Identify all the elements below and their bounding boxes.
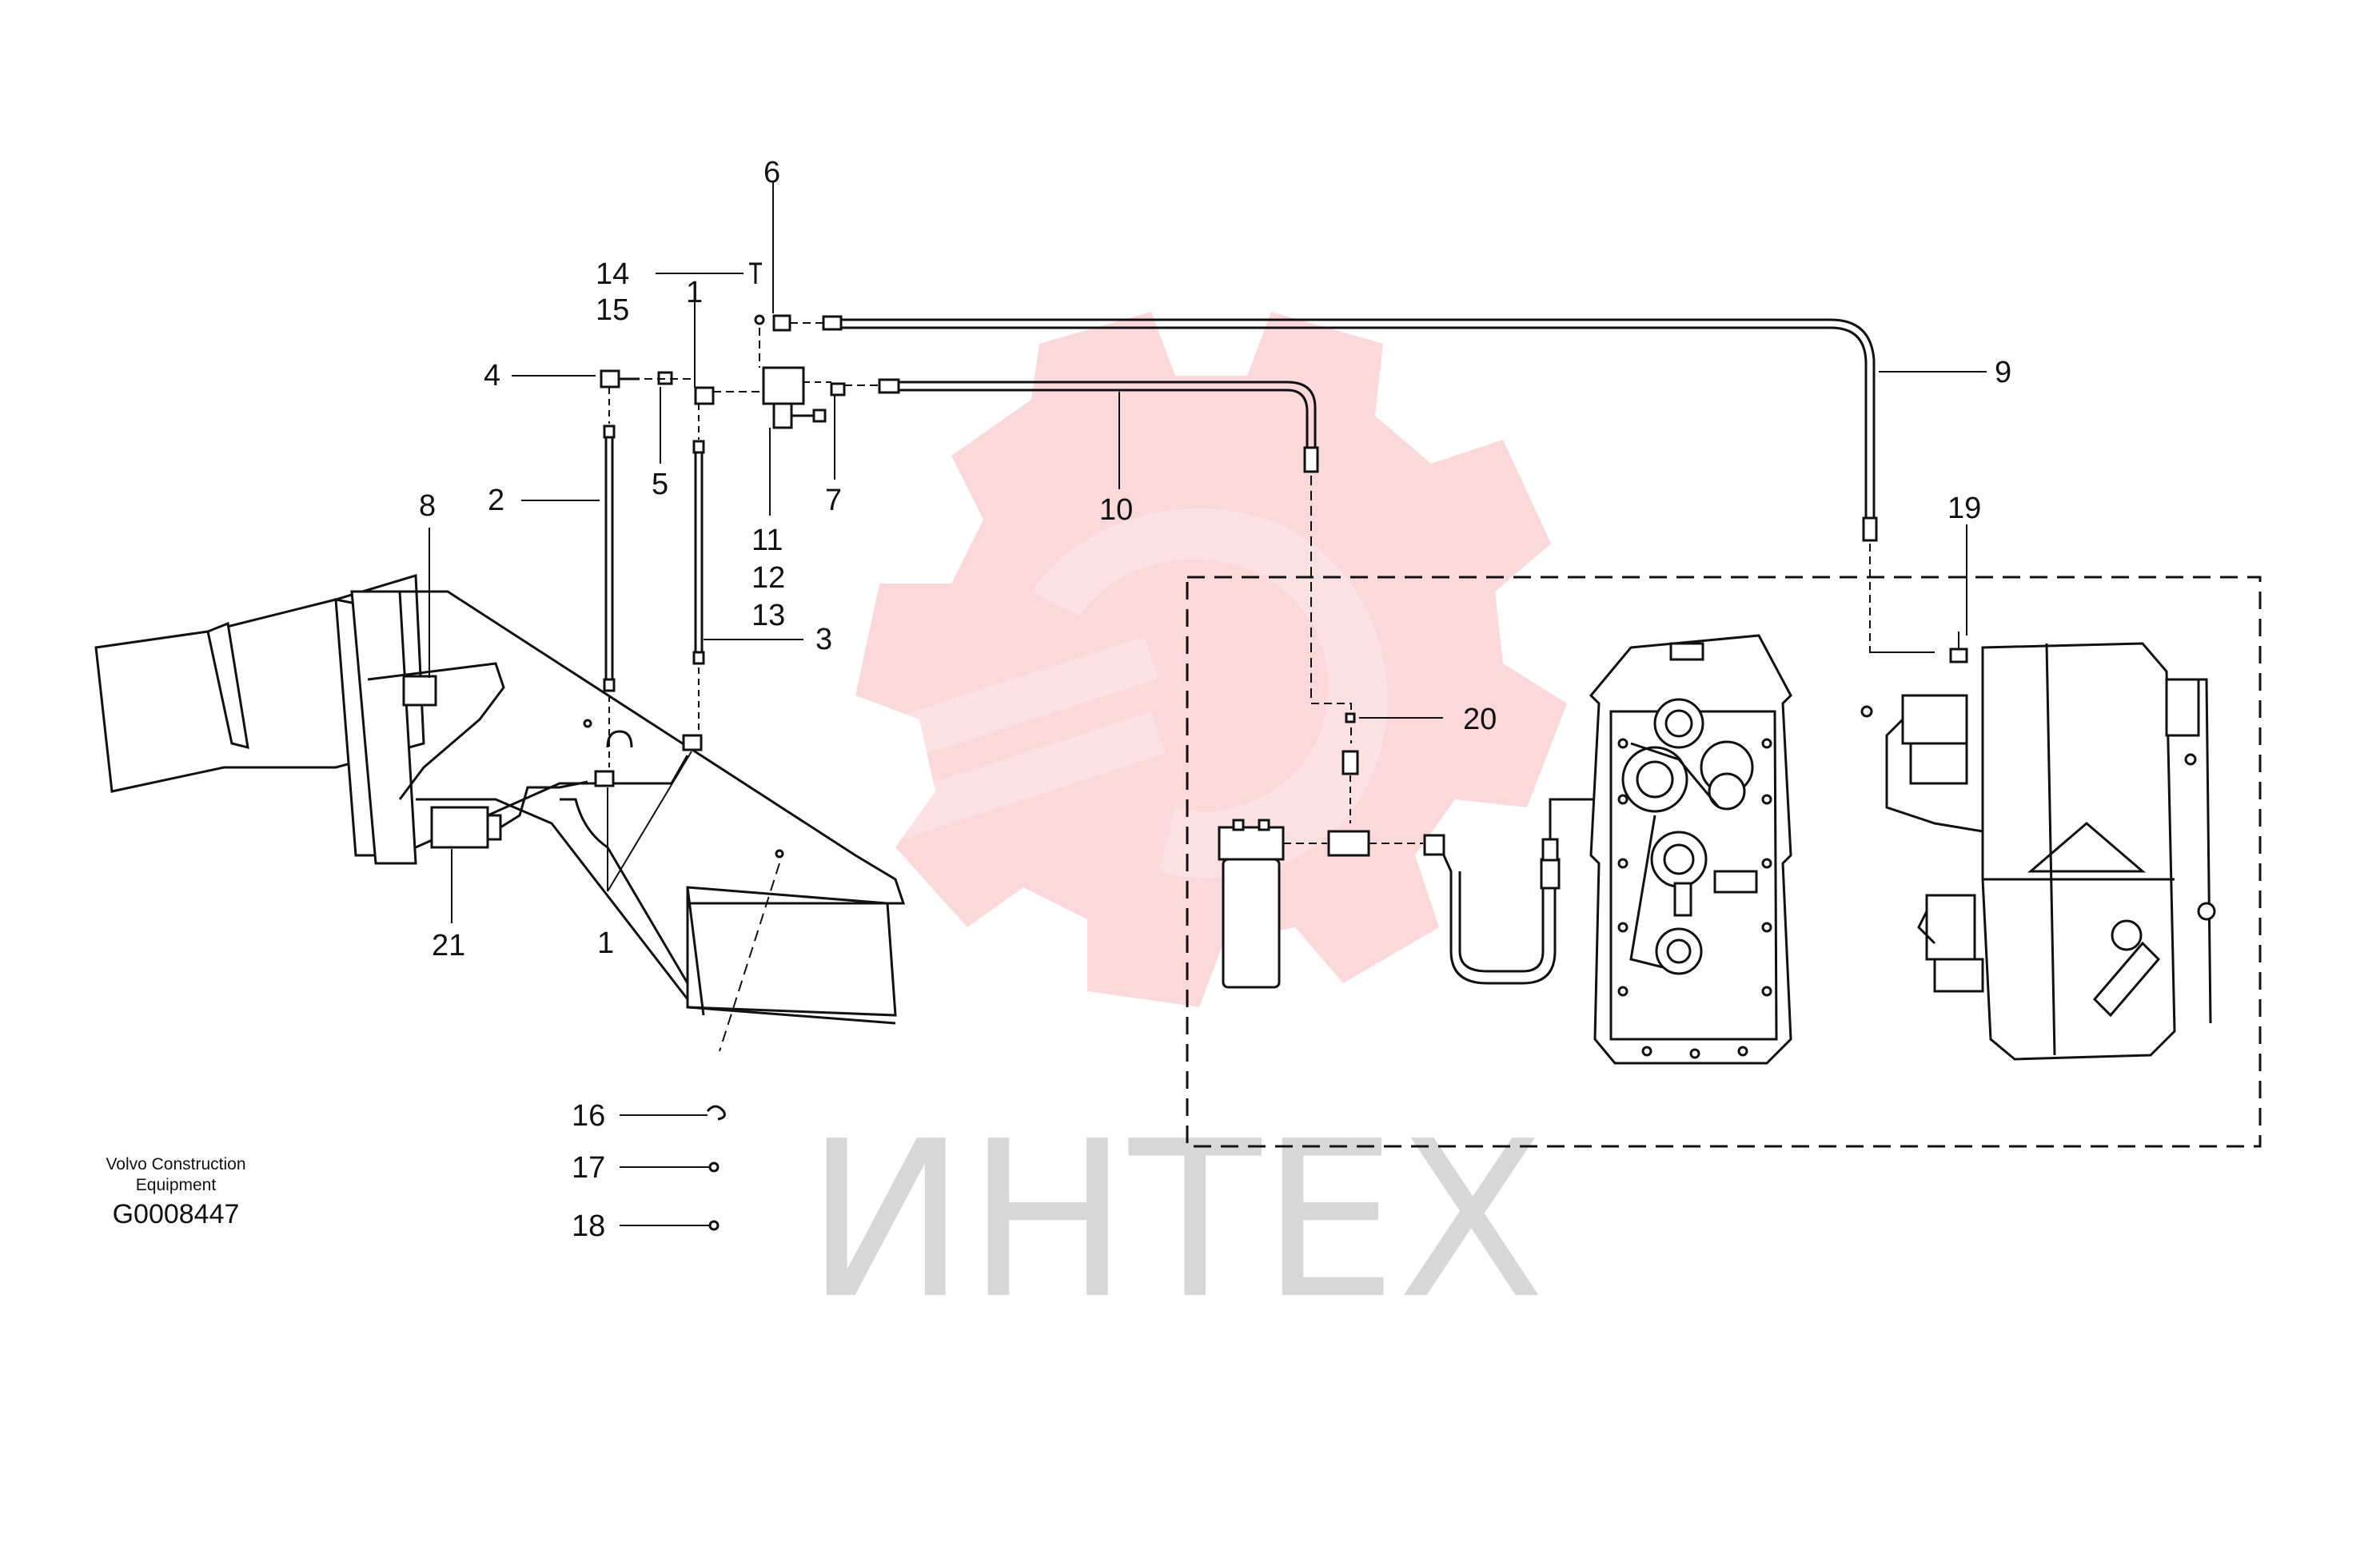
- part-label-19: 19: [1947, 492, 1981, 525]
- part-18-nut: [708, 1220, 720, 1231]
- part-label-7: 7: [825, 484, 842, 517]
- part-label-10: 10: [1099, 493, 1133, 527]
- figure-code: G0008447: [113, 1199, 240, 1229]
- part-label-8: 8: [419, 489, 436, 523]
- part-label-1-bottom: 1: [597, 926, 614, 960]
- part-label-16: 16: [572, 1099, 605, 1133]
- fitting-1-lower-a: [594, 770, 615, 787]
- fitting-20-tee: [1327, 712, 1423, 857]
- leader-lines: [429, 182, 1987, 1226]
- part-label-17: 17: [572, 1151, 605, 1185]
- hose-3: [692, 404, 705, 731]
- part-label-2: 2: [488, 484, 504, 517]
- part-label-3: 3: [815, 623, 832, 656]
- part-label-1-top: 1: [686, 276, 703, 309]
- part-label-21: 21: [432, 929, 465, 962]
- part-label-5: 5: [652, 468, 668, 501]
- part-label-13: 13: [751, 599, 785, 632]
- part-label-15: 15: [596, 293, 629, 327]
- chassis-frame: [367, 590, 906, 1025]
- transmission-front-view: [1589, 634, 1792, 1065]
- part-label-12: 12: [751, 561, 785, 595]
- part-label-9: 9: [1995, 356, 2011, 389]
- part-label-4: 4: [484, 359, 500, 392]
- transmission-side-view: [1860, 632, 2216, 1061]
- watermark-inner-logo: [801, 508, 1388, 879]
- part-label-18: 18: [572, 1209, 605, 1243]
- detail-box: [1186, 576, 2262, 1148]
- figure-footer: Volvo Construction Equipment G0008447: [106, 1155, 245, 1229]
- fitting-1-lower-b: [682, 734, 703, 751]
- hose-9: [822, 315, 1935, 653]
- hose-2: [603, 388, 616, 767]
- part-17-washer: [708, 1162, 720, 1173]
- part-label-6: 6: [763, 156, 780, 189]
- company-name-line2: Equipment: [136, 1176, 217, 1194]
- part-8-box: [402, 675, 437, 707]
- part-label-14: 14: [596, 257, 629, 291]
- part-21-sensor: [430, 780, 588, 849]
- valve-block-assembly: [600, 262, 846, 429]
- company-name-line1: Volvo Construction: [106, 1155, 245, 1173]
- watermark-text: ИНТЕХ: [805, 1094, 1545, 1346]
- part-label-20: 20: [1463, 703, 1497, 736]
- part-labels: 6 14 15 1 4 9 2 5 7 10 8 19 11 12 13 3 2…: [419, 156, 2011, 1243]
- hose-10: [844, 378, 1352, 743]
- watermark-logo: [855, 312, 1567, 1007]
- return-hose: [1423, 798, 1607, 985]
- part-16-clip: [706, 1105, 726, 1121]
- part-label-11: 11: [751, 524, 783, 557]
- boom-cylinder: [94, 574, 425, 865]
- oil-filter: [1218, 819, 1327, 989]
